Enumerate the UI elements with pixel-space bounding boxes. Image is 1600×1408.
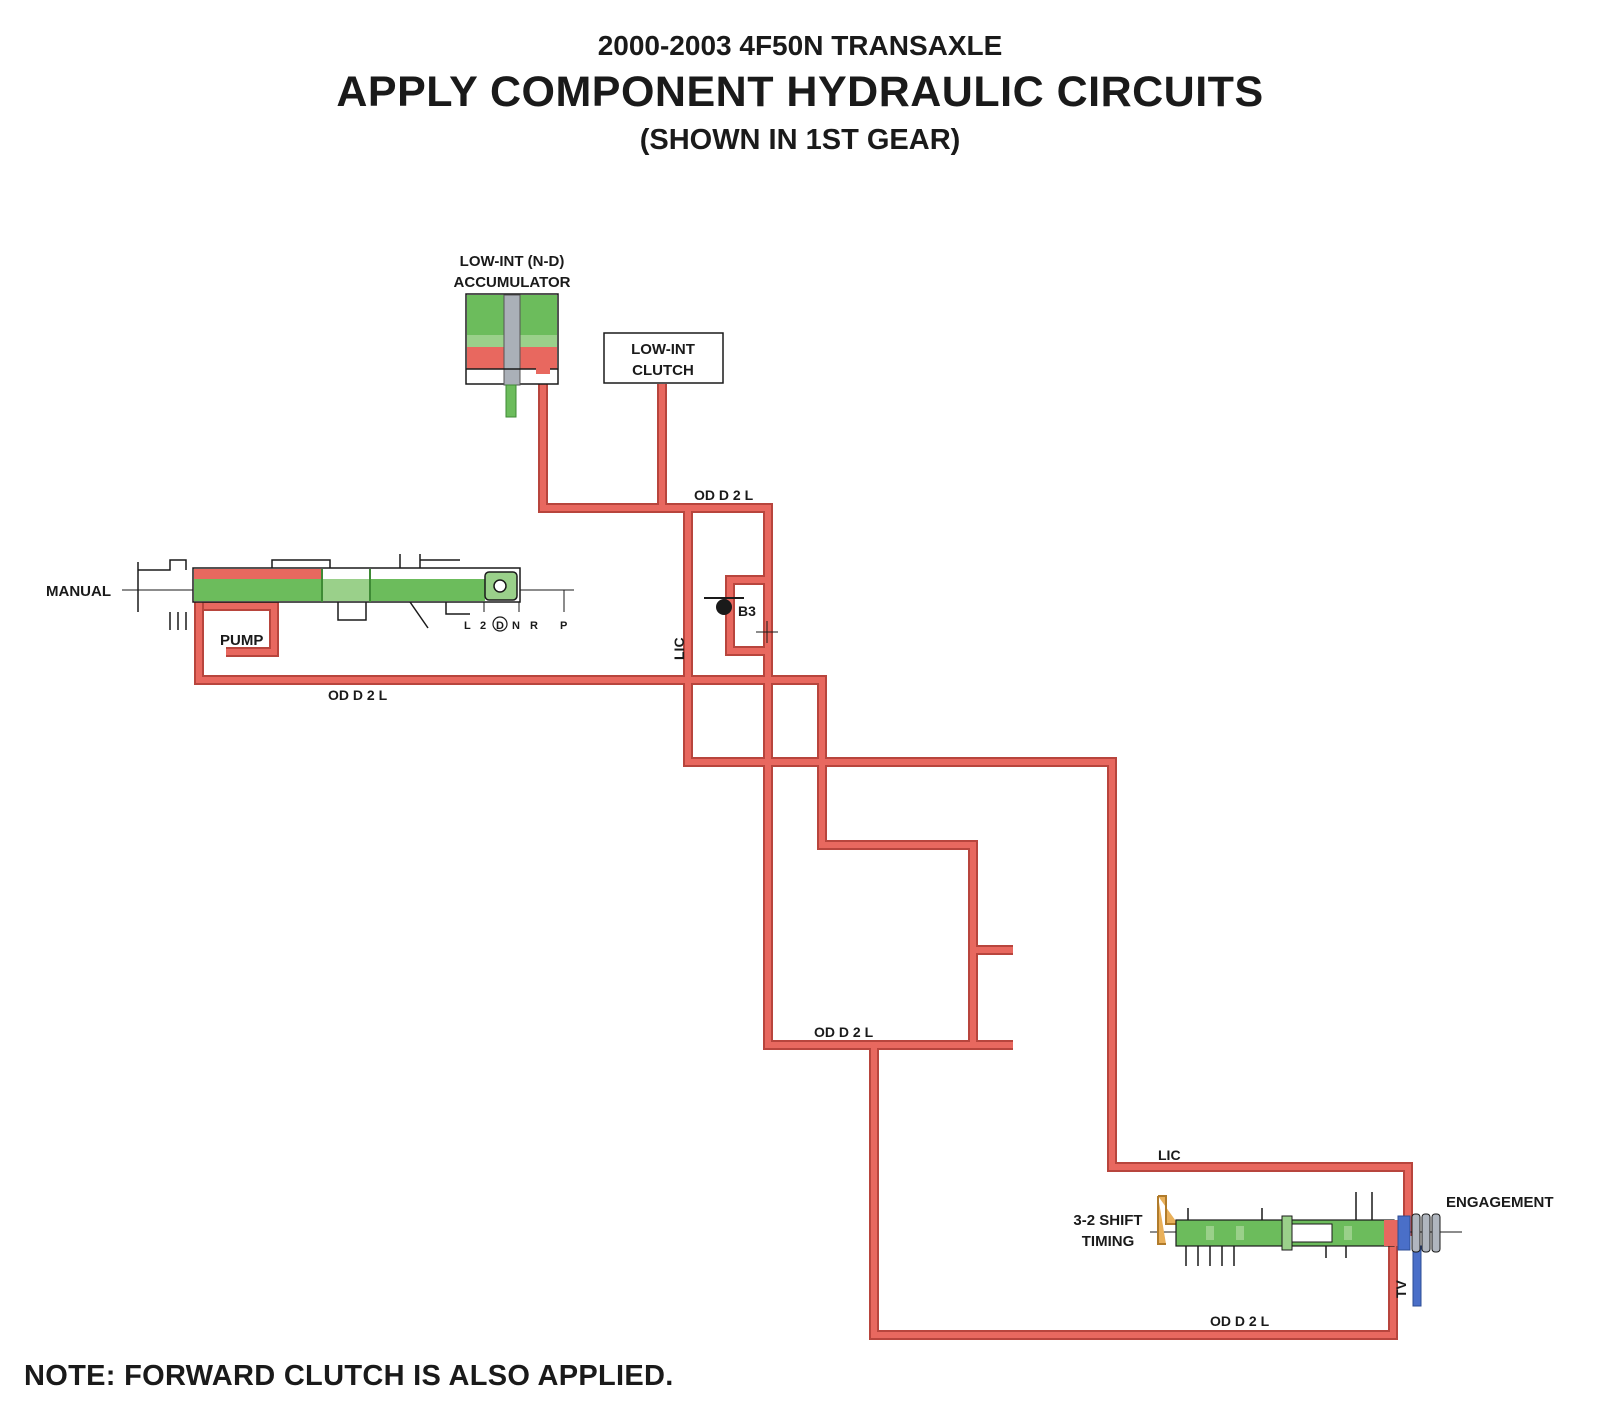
position-p: P	[560, 620, 567, 632]
engagement-valve	[1150, 1192, 1462, 1307]
circuit-lic-vertical: LIC	[671, 637, 687, 660]
accumulator-label-line2: ACCUMULATOR	[454, 274, 571, 291]
manual-position-labels: L 2 D N R P	[464, 616, 567, 632]
clutch-label-line1: LOW-INT	[631, 341, 695, 358]
shift-timing-label-line1: 3-2 SHIFT	[1073, 1212, 1142, 1229]
apply-pressure-circuits	[194, 368, 1413, 1340]
manual-label: MANUAL	[46, 583, 111, 600]
position-r: R	[530, 620, 538, 632]
circuit-od-d2l-bottom: OD D 2 L	[1210, 1313, 1270, 1329]
lic-passage	[683, 508, 1413, 1236]
low-int-accumulator	[465, 293, 559, 418]
accumulator-label-line1: LOW-INT (N-D)	[460, 253, 565, 270]
gear-note: (SHOWN IN 1ST GEAR)	[639, 124, 961, 156]
circuit-od-d2l-manual: OD D 2 L	[328, 687, 388, 703]
low-int-clutch-box	[603, 332, 724, 384]
position-d: D	[496, 620, 504, 632]
position-n: N	[512, 620, 520, 632]
circuit-od-d2l-top: OD D 2 L	[694, 487, 754, 503]
shift-timing-label-line2: TIMING	[1082, 1233, 1135, 1250]
diagram-title: APPLY COMPONENT HYDRAULIC CIRCUITS	[336, 68, 1264, 116]
manual-valve	[122, 554, 574, 630]
forward-clutch-note: NOTE: FORWARD CLUTCH IS ALSO APPLIED.	[24, 1360, 674, 1392]
od-d2l-loop-passage	[688, 503, 1013, 1050]
od-d2l-return-passage	[869, 1045, 1398, 1340]
circuit-lic-horizontal: LIC	[1158, 1147, 1181, 1163]
position-l: L	[464, 620, 471, 632]
selected-position-ring	[492, 616, 508, 632]
diagram-subtitle: 2000-2003 4F50N TRANSAXLE	[597, 30, 1003, 61]
clutch-label-line2: CLUTCH	[632, 362, 694, 379]
circuit-od-d2l-mid: OD D 2 L	[814, 1024, 874, 1040]
manual-output-passage	[194, 572, 978, 1045]
b3-label: B3	[738, 603, 756, 619]
position-2: 2	[480, 620, 486, 632]
tv-label: TV	[1393, 1279, 1409, 1298]
b3-ball-check	[704, 597, 778, 643]
pump-label: PUMP	[220, 632, 263, 649]
engagement-label: ENGAGEMENT	[1446, 1194, 1554, 1211]
